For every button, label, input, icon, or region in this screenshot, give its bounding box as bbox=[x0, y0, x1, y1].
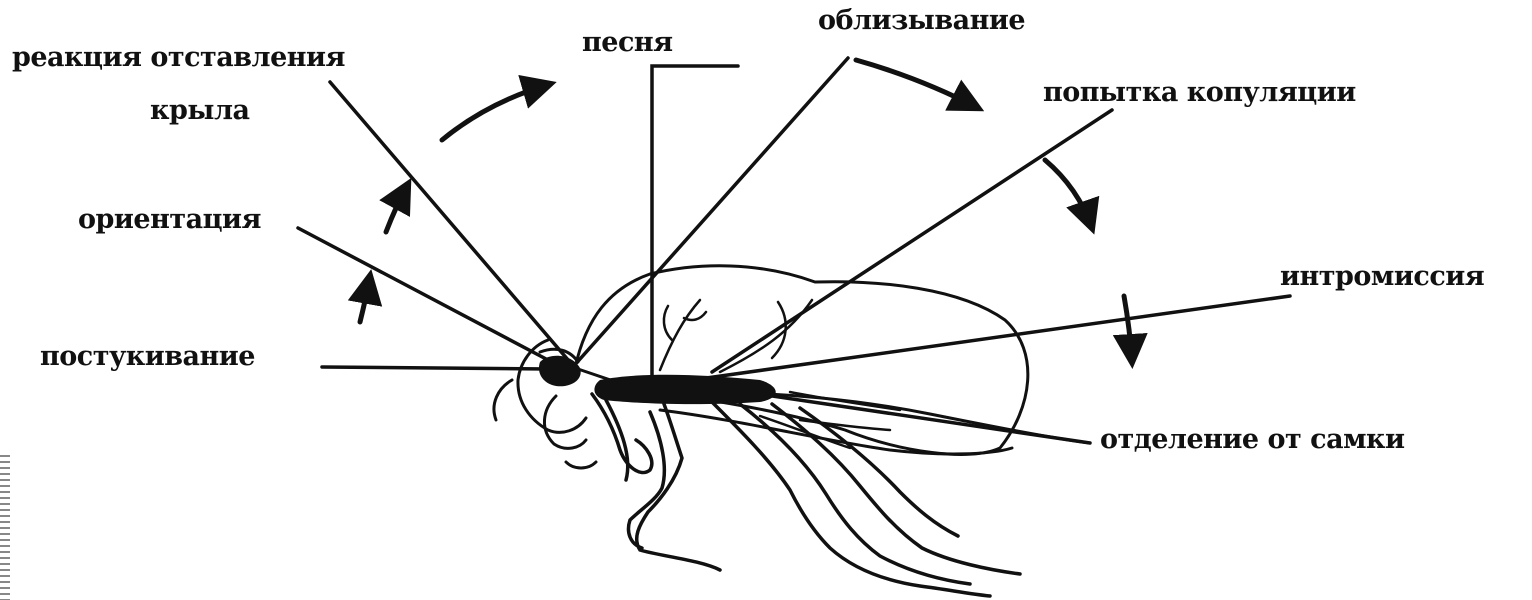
pointer-tapping bbox=[322, 367, 548, 369]
label-separation: отделение от самки bbox=[1100, 425, 1405, 455]
label-intromission: интромиссия bbox=[1280, 262, 1484, 292]
label-wing-extension: реакция отставления bbox=[12, 43, 345, 73]
sequence-arrow-4 bbox=[856, 60, 978, 108]
label-tapping: постукивание bbox=[40, 342, 255, 372]
fly-head bbox=[518, 340, 586, 432]
scan-edge-marks bbox=[0, 455, 10, 600]
sequence-arrow-5 bbox=[1045, 160, 1092, 228]
sequence-arrow-1 bbox=[360, 276, 370, 322]
sequence-arrow-6 bbox=[1124, 296, 1132, 362]
fly-leg-hind bbox=[710, 400, 990, 596]
pointer-wing-extension bbox=[330, 82, 575, 368]
label-licking: облизывание bbox=[818, 6, 1025, 36]
pointer-licking bbox=[572, 58, 848, 368]
label-copulation-attempt: попытка копуляции bbox=[1043, 78, 1356, 108]
label-wing-extension-2: крыла bbox=[150, 96, 249, 126]
label-orientation: ориентация bbox=[78, 205, 261, 235]
sequence-arrow-2 bbox=[386, 184, 408, 232]
label-song: песня bbox=[582, 28, 673, 58]
fly-leg-middle bbox=[637, 404, 720, 570]
sequence-arrow-3 bbox=[442, 84, 550, 140]
pointer-copulation-attempt bbox=[712, 110, 1112, 372]
fly-eye bbox=[539, 356, 581, 387]
